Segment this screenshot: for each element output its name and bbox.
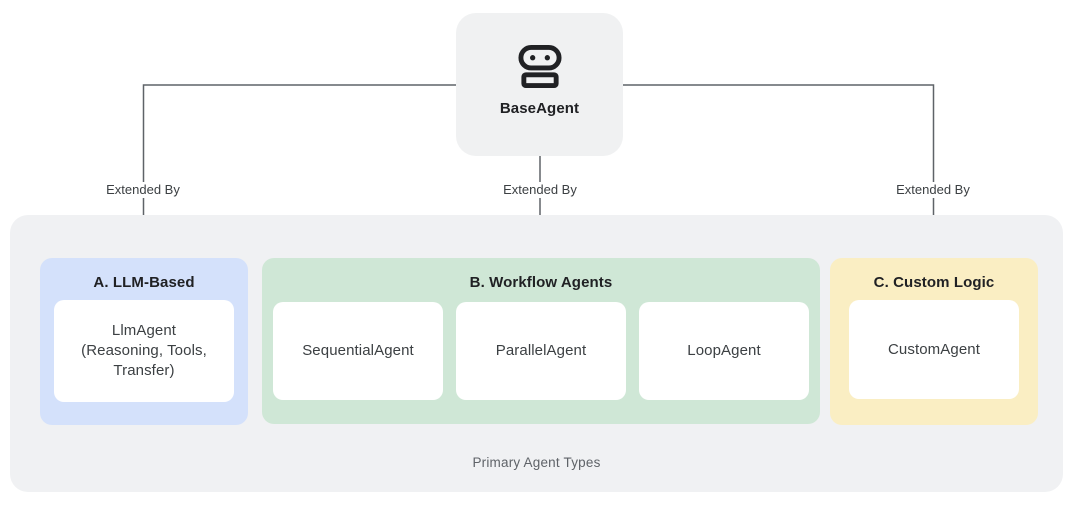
- card-sequential-agent: SequentialAgent: [273, 302, 443, 400]
- group-workflow-agents: B. Workflow Agents SequentialAgent Paral…: [262, 258, 820, 424]
- workflow-cards-row: SequentialAgent ParallelAgent LoopAgent: [273, 302, 809, 400]
- card-custom-agent: CustomAgent: [849, 300, 1019, 399]
- extended-by-label-middle: Extended By: [497, 182, 583, 198]
- group-custom-logic: C. Custom Logic CustomAgent: [830, 258, 1038, 425]
- group-llm-based: A. LLM-Based LlmAgent (Reasoning, Tools,…: [40, 258, 248, 425]
- primary-agent-types-label: Primary Agent Types: [472, 455, 601, 470]
- extended-by-label-left: Extended By: [100, 182, 186, 198]
- card-loop-agent: LoopAgent: [639, 302, 809, 400]
- extended-by-label-right: Extended By: [890, 182, 976, 198]
- robot-icon: [517, 44, 562, 89]
- card-llm-agent: LlmAgent (Reasoning, Tools, Transfer): [54, 300, 234, 402]
- group-workflow-agents-title: B. Workflow Agents: [469, 274, 613, 291]
- base-agent-label: BaseAgent: [499, 100, 580, 117]
- group-custom-logic-title: C. Custom Logic: [873, 274, 995, 291]
- group-llm-based-title: A. LLM-Based: [93, 274, 195, 291]
- base-agent-node: BaseAgent: [456, 13, 623, 156]
- card-parallel-agent: ParallelAgent: [456, 302, 626, 400]
